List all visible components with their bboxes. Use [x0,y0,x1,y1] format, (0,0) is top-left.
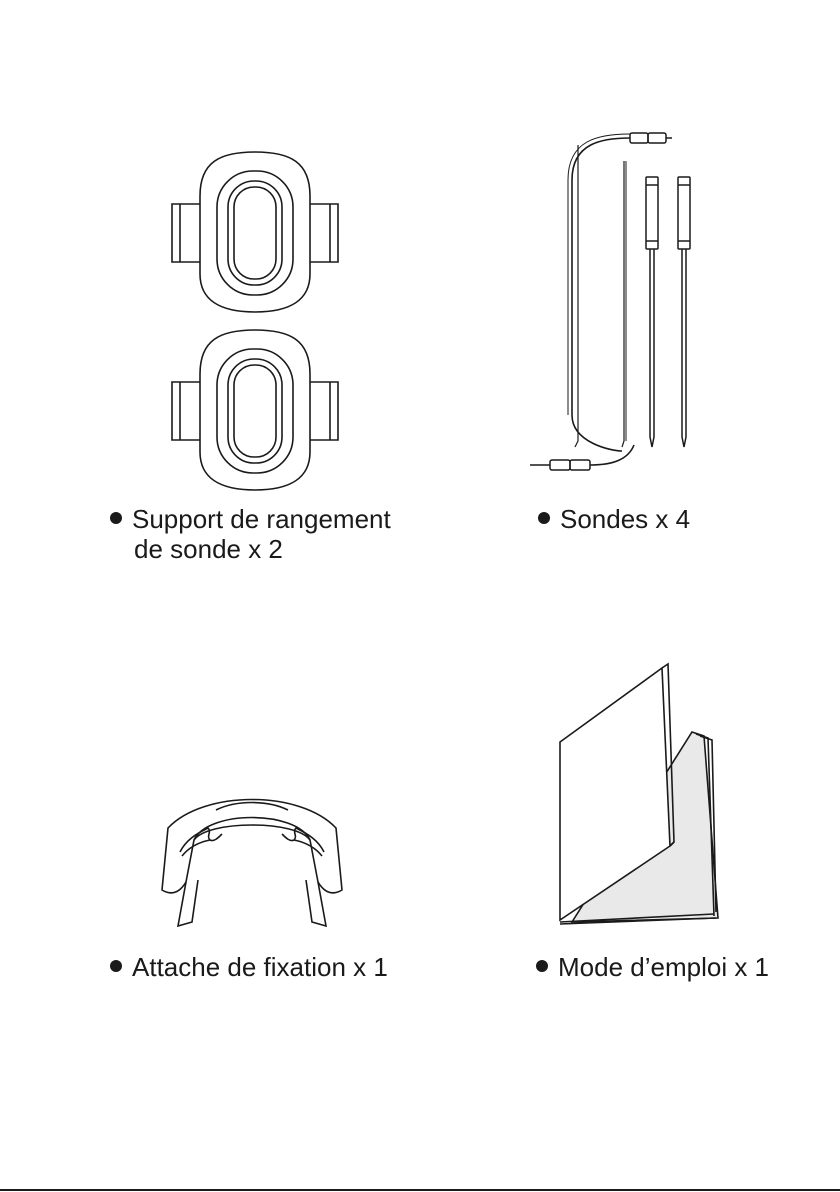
caption-user-manual: Mode d’emploi x 1 [536,952,769,982]
caption-line1: Mode d’emploi x 1 [558,952,769,982]
probe-storage-holder-icon [160,148,350,500]
user-manual-icon [552,660,722,928]
caption-mounting-clip: Attache de fixation x 1 [110,952,388,982]
holder-bottom [172,330,338,490]
caption-line1: Sondes x 4 [560,504,690,534]
bullet-icon [110,960,122,972]
bullet-icon [538,512,550,524]
caption-line1: Attache de fixation x 1 [132,952,388,982]
caption-line1: Support de rangement [132,504,391,534]
bullet-icon [536,960,548,972]
caption-line2: de sonde x 2 [110,534,391,564]
bullet-icon [110,512,122,524]
caption-probe-storage: Support de rangement de sonde x 2 [110,504,391,564]
caption-probes: Sondes x 4 [538,504,690,534]
bottom-rule [0,1189,840,1191]
mounting-clip-icon [156,770,348,934]
probes-icon [522,125,702,475]
holder-top [172,152,338,312]
